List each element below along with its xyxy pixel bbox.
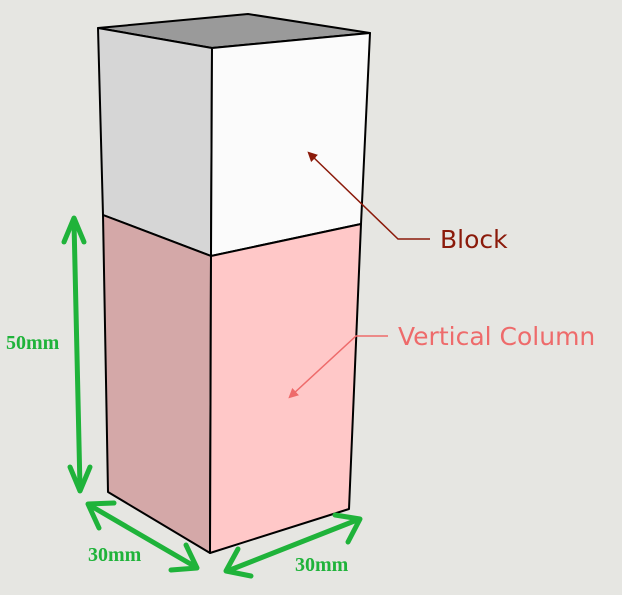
width-left-dimension-arrow — [85, 500, 200, 573]
block-front-face — [210, 32, 371, 257]
block-leader-line — [307, 151, 430, 240]
height-dimension-label: 50mm — [6, 332, 60, 354]
block-label: Block — [440, 225, 508, 254]
vertical-column-label: Vertical Column — [398, 322, 595, 351]
width-right-dimension-arrow — [223, 512, 363, 579]
height-dimension-arrow — [61, 215, 93, 494]
column-left-face — [102, 214, 212, 554]
width-left-dimension-label: 30mm — [88, 544, 142, 566]
width-right-dimension-label: 30mm — [295, 554, 349, 576]
column-leader-line — [288, 335, 388, 399]
column-front-face — [209, 223, 362, 554]
